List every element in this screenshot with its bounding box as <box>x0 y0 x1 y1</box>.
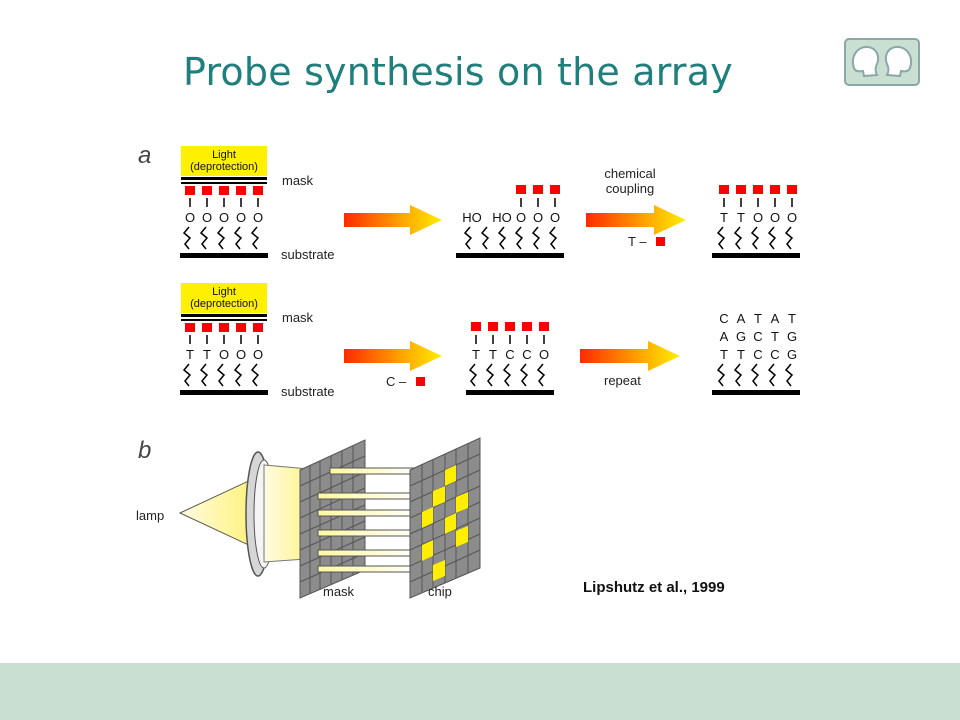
svg-text:C: C <box>522 347 531 362</box>
lamp-label: lamp <box>136 508 164 523</box>
svg-text:C: C <box>719 311 728 326</box>
substrate-bar <box>712 253 800 258</box>
svg-text:A: A <box>771 311 780 326</box>
citation: Lipshutz et al., 1999 <box>583 579 725 596</box>
base-row: O O O O O <box>185 210 263 225</box>
svg-text:T: T <box>771 329 779 344</box>
mask-bar <box>181 319 267 321</box>
light-bars <box>317 467 423 573</box>
protect-groups <box>185 186 263 195</box>
svg-text:HO: HO <box>462 210 482 225</box>
chip-label: chip <box>428 584 452 599</box>
substrate-bar <box>456 253 564 258</box>
svg-text:G: G <box>736 329 746 344</box>
svg-text:O: O <box>550 210 560 225</box>
mask-bar <box>181 182 267 184</box>
svg-text:T: T <box>754 311 762 326</box>
footer-bar <box>0 663 960 720</box>
svg-text:C: C <box>753 329 762 344</box>
reagent-label: C – <box>386 374 407 389</box>
deprotection-label: (deprotection) <box>190 161 258 173</box>
svg-text:A: A <box>720 329 729 344</box>
svg-text:O: O <box>787 210 797 225</box>
substrate-bar <box>180 253 268 258</box>
light-cone <box>178 477 256 549</box>
svg-text:O: O <box>219 210 229 225</box>
substrate-bar <box>466 390 554 395</box>
svg-text:O: O <box>539 347 549 362</box>
svg-text:T: T <box>472 347 480 362</box>
svg-text:T: T <box>489 347 497 362</box>
substrate-bar <box>180 390 268 395</box>
mask-label: mask <box>323 584 355 599</box>
panel-a-label: a <box>138 142 151 169</box>
reagent-group <box>656 237 665 246</box>
substrate-label: substrate <box>281 384 334 399</box>
svg-text:T: T <box>186 347 194 362</box>
deprotection-label: (deprotection) <box>190 298 258 310</box>
svg-text:T: T <box>720 347 728 362</box>
mask-label: mask <box>282 173 314 188</box>
mask-grid <box>299 439 366 599</box>
svg-text:T: T <box>737 210 745 225</box>
svg-text:C: C <box>770 347 779 362</box>
process-arrow <box>586 205 686 235</box>
mask-bar <box>181 314 267 317</box>
row2-mid-stack: T T C C O <box>466 322 554 395</box>
svg-text:O: O <box>236 210 246 225</box>
svg-text:HO: HO <box>492 210 512 225</box>
process-arrow <box>344 341 442 371</box>
repeat-label: repeat <box>604 373 641 388</box>
substrate-label: substrate <box>281 247 334 262</box>
svg-text:O: O <box>770 210 780 225</box>
svg-text:O: O <box>753 210 763 225</box>
svg-text:O: O <box>236 347 246 362</box>
svg-text:O: O <box>185 210 195 225</box>
light-label: Light <box>212 149 236 161</box>
row1-mid-stack: HO HO O O O <box>456 185 564 258</box>
svg-text:G: G <box>787 347 797 362</box>
substrate-bar <box>712 390 800 395</box>
svg-text:C: C <box>505 347 514 362</box>
mask-label: mask <box>282 310 314 325</box>
svg-text:O: O <box>219 347 229 362</box>
slide-title: Probe synthesis on the array <box>183 50 733 94</box>
svg-text:T: T <box>203 347 211 362</box>
reagent-label: T – <box>628 234 647 249</box>
light-box <box>181 146 267 176</box>
light-box <box>181 283 267 313</box>
light-label: Light <box>212 286 236 298</box>
svg-text:A: A <box>737 311 746 326</box>
svg-text:O: O <box>516 210 526 225</box>
svg-text:C: C <box>753 347 762 362</box>
twin-heads-logo-icon <box>844 38 920 86</box>
svg-text:O: O <box>253 210 263 225</box>
coupling-label: chemical <box>604 166 655 181</box>
mask-bar <box>181 177 267 180</box>
linker-squiggles <box>182 226 260 250</box>
row1-start-stack: Light (deprotection) O O O O O mask subs <box>180 146 334 262</box>
chip-grid <box>409 437 481 599</box>
row2-end-stack: C A T A T A G C T G T T C C G <box>719 311 797 362</box>
reagent-group <box>416 377 425 386</box>
svg-text:T: T <box>788 311 796 326</box>
process-arrow <box>344 205 442 235</box>
svg-text:O: O <box>253 347 263 362</box>
process-arrow <box>580 341 680 371</box>
svg-text:T: T <box>720 210 728 225</box>
svg-text:T: T <box>737 347 745 362</box>
svg-text:O: O <box>533 210 543 225</box>
panel-b-label: b <box>138 437 151 464</box>
svg-text:G: G <box>787 329 797 344</box>
row2-start-stack: Light (deprotection) T T O O O mask subs <box>180 283 334 399</box>
row1-end-stack: T T O O O <box>712 185 800 258</box>
svg-text:O: O <box>202 210 212 225</box>
coupling-label: coupling <box>606 181 654 196</box>
